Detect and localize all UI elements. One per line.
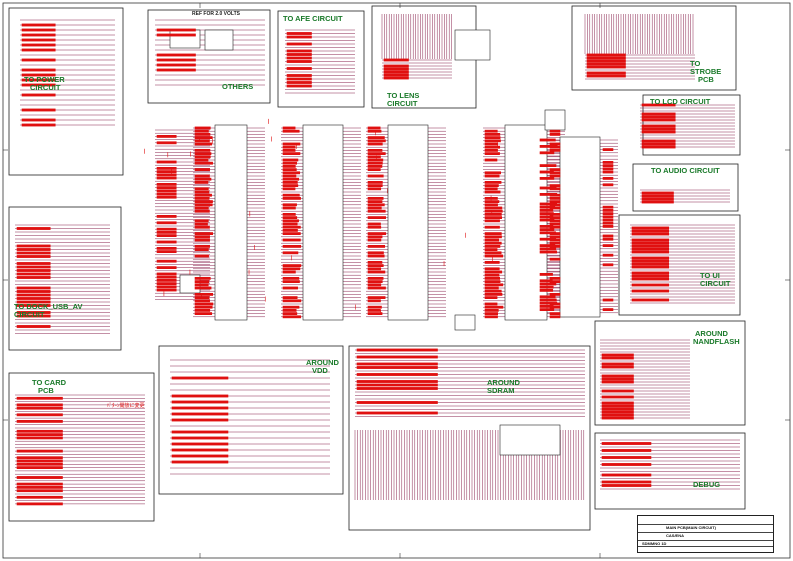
afe-block-label: TO AFE CIRCUIT — [283, 14, 343, 23]
title-line-3: SDMMNO 1D — [642, 541, 667, 546]
lcd-block-label: TO LCD CIRCUIT — [650, 97, 711, 106]
audio-block-label: TO AUDIO CIRCUIT — [651, 166, 720, 175]
debug-block-label: DEBUG — [693, 480, 721, 489]
ic-symbols — [169, 29, 601, 456]
block-boxes — [8, 5, 746, 531]
audio-block-box — [632, 163, 739, 212]
title-line-1: MAIN PCB(MAIN CIRCUIT) — [666, 525, 716, 530]
card-note: ﾊﾟﾀｰﾝ開放に変更 — [107, 403, 145, 409]
ui-block-box — [618, 214, 741, 316]
title-block: MAIN PCB(MAIN CIRCUIT) CAS/ENA SDMMNO 1D — [637, 515, 774, 553]
vdd-block-box — [158, 345, 344, 495]
others-block-label: OTHERS — [222, 82, 254, 91]
afe-block-box — [277, 10, 365, 108]
schematic-wiring — [15, 14, 740, 505]
strobe-block-box — [571, 5, 737, 91]
others-header-note: REF FOR 2.0 VOLTS — [192, 11, 240, 17]
net-labels — [16, 23, 676, 506]
card-block-box — [8, 372, 155, 522]
sdram-block-box — [348, 345, 591, 531]
frame-ticks — [3, 3, 790, 558]
nand-block-box — [594, 320, 746, 426]
dock-block-box — [8, 206, 122, 351]
power-block-box — [8, 7, 124, 176]
others-block-box — [147, 9, 271, 104]
title-line-2: CAS/ENA — [666, 533, 685, 538]
debug-block-box — [594, 432, 746, 510]
